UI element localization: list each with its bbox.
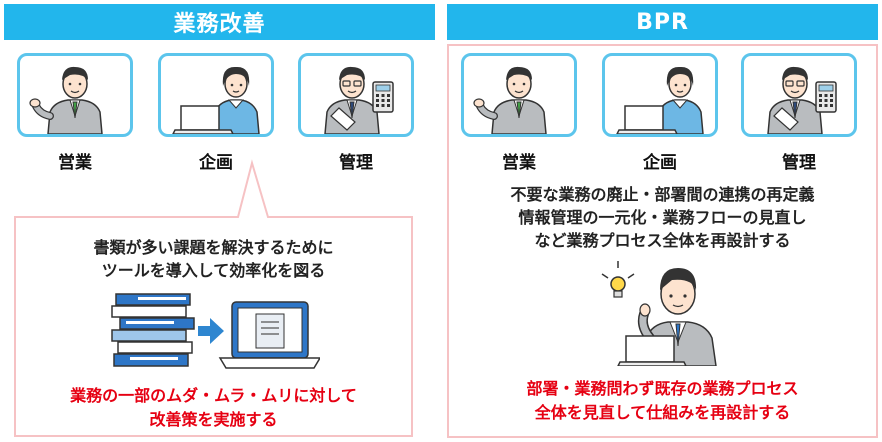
role-sales-left: 営業 — [58, 153, 92, 173]
right-result-line-2: 全体を見直して仕組みを再設計する — [534, 403, 791, 422]
manager-calculator-icon — [324, 66, 394, 134]
role-admin-left: 管理 — [339, 153, 373, 173]
lightbulb-icon — [601, 261, 635, 298]
left-title: 業務改善 — [173, 12, 266, 37]
right-description-line-2: 情報管理の一元化・業務フローの見直し — [518, 208, 807, 227]
tool-introduction-illustration — [111, 293, 320, 369]
card-sales-right — [461, 53, 577, 137]
bpr-thinking-illustration — [601, 261, 717, 366]
left-description-line-1: 書類が多い課題を解決するために — [93, 238, 334, 257]
left-result: 業務の一部のムダ・ムラ・ムリに対して 改善策を実施する — [15, 384, 412, 432]
card-admin-right — [741, 53, 857, 137]
left-description: 書類が多い課題を解決するために ツールを導入して効率化を図る — [15, 236, 412, 282]
right-description-line-3: など業務プロセス全体を再設計する — [534, 231, 791, 250]
left-result-line-2: 改善策を実施する — [149, 410, 278, 429]
left-result-line-1: 業務の一部のムダ・ムラ・ムリに対して — [70, 386, 357, 405]
role-planning-left: 企画 — [199, 153, 233, 173]
thinking-person-laptop-icon — [617, 268, 717, 366]
planner-laptop-icon — [172, 66, 260, 134]
card-planning-right — [602, 53, 718, 137]
arrow-right-icon — [198, 318, 224, 344]
planner-laptop-icon — [616, 66, 704, 134]
left-header: 業務改善 — [4, 4, 435, 40]
right-title: BPR — [636, 9, 689, 35]
right-description: 不要な業務の廃止・部署間の連携の再定義 情報管理の一元化・業務フローの見直し な… — [449, 183, 876, 252]
salesperson-icon — [29, 66, 103, 134]
laptop-document-icon — [218, 301, 320, 369]
manager-calculator-icon — [767, 66, 837, 134]
left-description-line-2: ツールを導入して効率化を図る — [101, 261, 326, 280]
card-planning-left — [158, 53, 274, 137]
card-sales-left — [17, 53, 133, 137]
document-stack-icon — [111, 293, 195, 367]
card-admin-left — [298, 53, 414, 137]
role-planning-right: 企画 — [643, 153, 677, 173]
right-description-line-1: 不要な業務の廃止・部署間の連携の再定義 — [510, 185, 815, 204]
right-result: 部署・業務問わず既存の業務プロセス 全体を見直して仕組みを再設計する — [449, 377, 876, 425]
right-result-line-1: 部署・業務問わず既存の業務プロセス — [526, 379, 799, 398]
role-sales-right: 営業 — [502, 153, 536, 173]
right-header: BPR — [447, 4, 878, 40]
salesperson-icon — [473, 66, 547, 134]
role-admin-right: 管理 — [782, 153, 816, 173]
